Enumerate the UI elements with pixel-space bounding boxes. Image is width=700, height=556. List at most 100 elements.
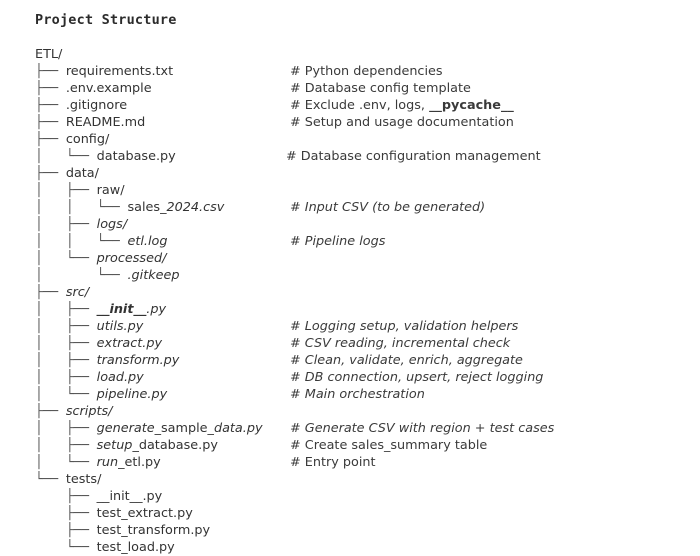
tree-entry-comment: # Input CSV (to be generated) — [290, 199, 485, 216]
comment-run: # Logging setup, validation helpers — [290, 319, 519, 334]
page-title: Project Structure — [35, 12, 177, 28]
tree-row: ├── data/ — [35, 165, 695, 182]
tree-entry: ├── scripts/ — [35, 403, 112, 420]
tree-entry: │ └── run_etl.py — [35, 454, 161, 471]
name-run: test_load.py — [96, 540, 175, 555]
name-run: test_extract.py — [96, 506, 193, 521]
tree-entry-name: .gitignore — [66, 98, 127, 113]
tree-row: │ │ └── sales_2024.csv # Input CSV (to be… — [35, 199, 695, 216]
tree-branch-icon: │ └── — [35, 149, 97, 164]
name-run: __init__ — [96, 302, 147, 317]
name-run: .gitkeep — [127, 268, 180, 283]
name-run: scripts/ — [65, 404, 113, 419]
tree-row: ├── src/ — [35, 284, 695, 301]
tree-entry-name: scripts/ — [66, 404, 113, 419]
tree-row: │ ├── transform.py # Clean, validate, enr… — [35, 352, 695, 369]
tree-row: │ └── database.py# Database configuratio… — [35, 148, 695, 165]
tree-row: │ ├── raw/ — [35, 182, 695, 199]
tree-branch-icon: ├── — [35, 523, 97, 538]
tree-row: │ ├── utils.py # Logging setup, validatio… — [35, 318, 695, 335]
tree-entry-name: sales_2024.csv — [127, 200, 224, 215]
tree-entry: └── test_load.py — [35, 539, 175, 556]
name-run: database.py — [96, 149, 176, 164]
tree-branch-icon: └── — [35, 540, 97, 555]
project-structure-page: Project Structure ETL/├── requirements.t… — [35, 12, 554, 555]
name-run: _database.py — [132, 438, 218, 453]
name-run: .env.example — [65, 81, 152, 96]
tree-branch-icon: │ │ └── — [35, 234, 128, 249]
tree-branch-icon: ├── — [35, 64, 66, 79]
tree-entry-name: setup_database.py — [97, 438, 218, 453]
tree-entry: │ ├── load.py — [35, 369, 144, 386]
comment-run: # Exclude .env, logs, — [290, 98, 430, 113]
comment-run: # DB connection, upsert, reject logging — [290, 370, 544, 385]
tree-entry-name: src/ — [66, 285, 89, 300]
name-run: data/ — [65, 166, 99, 181]
tree-entry-comment: # Database config template — [290, 80, 471, 97]
tree-row: ├── __init__.py — [35, 488, 695, 505]
tree-entry: ├── data/ — [35, 165, 99, 182]
tree-entry: │ │ └── etl.log — [35, 233, 167, 250]
tree-entry-comment: # Clean, validate, enrich, aggregate — [290, 352, 523, 369]
name-run: config/ — [65, 132, 110, 147]
tree-branch-icon: ├── — [35, 115, 66, 130]
tree-entry: │ └── processed/ — [35, 250, 166, 267]
directory-tree: ETL/├── requirements.txt# Python depende… — [35, 46, 695, 556]
tree-entry: ├── test_transform.py — [35, 522, 210, 539]
tree-entry-name: README.md — [66, 115, 145, 130]
comment-run: __pycache__ — [429, 98, 514, 113]
tree-entry: ├── __init__.py — [35, 488, 162, 505]
tree-entry-name: tests/ — [66, 472, 102, 487]
tree-row: ├── scripts/ — [35, 403, 695, 420]
tree-entry-comment: # Pipeline logs — [290, 233, 385, 250]
tree-row: ETL/ — [35, 46, 695, 63]
tree-row: │ └── .gitkeep — [35, 267, 695, 284]
tree-row: └── test_load.py — [35, 539, 695, 556]
comment-run: # Database config template — [290, 81, 471, 96]
tree-entry-comment: # DB connection, upsert, reject logging — [290, 369, 543, 386]
comment-run: # Entry point — [290, 455, 376, 470]
tree-entry: ├── README.md — [35, 114, 145, 131]
name-run: utils.py — [96, 319, 144, 334]
name-run: pipeline.py — [96, 387, 168, 402]
tree-entry-name: config/ — [66, 132, 109, 147]
comment-run: # Pipeline logs — [290, 234, 386, 249]
tree-row: ├── .gitignore # Exclude .env, logs, __py… — [35, 97, 695, 114]
tree-entry: └── tests/ — [35, 471, 101, 488]
tree-entry: │ ├── generate_sample_data.py — [35, 420, 263, 437]
tree-branch-icon: │ ├── — [35, 183, 97, 198]
tree-entry-name: load.py — [97, 370, 144, 385]
name-run: test_transform.py — [96, 523, 211, 538]
tree-entry: ├── test_extract.py — [35, 505, 193, 522]
name-run: tests/ — [65, 472, 102, 487]
tree-branch-icon: │ │ └── — [35, 200, 128, 215]
tree-entry: │ └── database.py — [35, 148, 176, 165]
tree-entry: │ └── .gitkeep — [35, 267, 180, 284]
tree-branch-icon: │ ├── — [35, 319, 97, 334]
tree-branch-icon: ├── — [35, 98, 66, 113]
name-run: _2024.csv — [160, 200, 225, 215]
tree-entry: ├── .gitignore — [35, 97, 127, 114]
name-run: README.md — [65, 115, 146, 130]
tree-entry-name: transform.py — [97, 353, 180, 368]
name-run: run — [96, 455, 119, 470]
tree-entry: │ ├── transform.py — [35, 352, 179, 369]
name-run: __init__.py — [96, 489, 163, 504]
tree-entry-name: requirements.txt — [66, 64, 173, 79]
name-run: processed/ — [96, 251, 167, 266]
tree-entry-name: etl.log — [127, 234, 167, 249]
tree-entry: │ │ └── sales_2024.csv — [35, 199, 224, 216]
tree-entry-name: extract.py — [97, 336, 162, 351]
tree-entry-name: __init__.py — [97, 489, 163, 504]
name-run: _data.py — [207, 421, 263, 436]
comment-run: # Clean, validate, enrich, aggregate — [290, 353, 523, 368]
tree-branch-icon: │ ├── — [35, 217, 97, 232]
tree-branch-icon: ├── — [35, 81, 66, 96]
tree-branch-icon: │ └── — [35, 268, 128, 283]
tree-entry: ├── .env.example — [35, 80, 152, 97]
tree-entry-name: test_extract.py — [97, 506, 193, 521]
tree-row: │ └── processed/ — [35, 250, 695, 267]
tree-entry: │ ├── extract.py — [35, 335, 162, 352]
tree-entry-name: run_etl.py — [97, 455, 161, 470]
tree-row: │ └── run_etl.py # Entry point — [35, 454, 695, 471]
